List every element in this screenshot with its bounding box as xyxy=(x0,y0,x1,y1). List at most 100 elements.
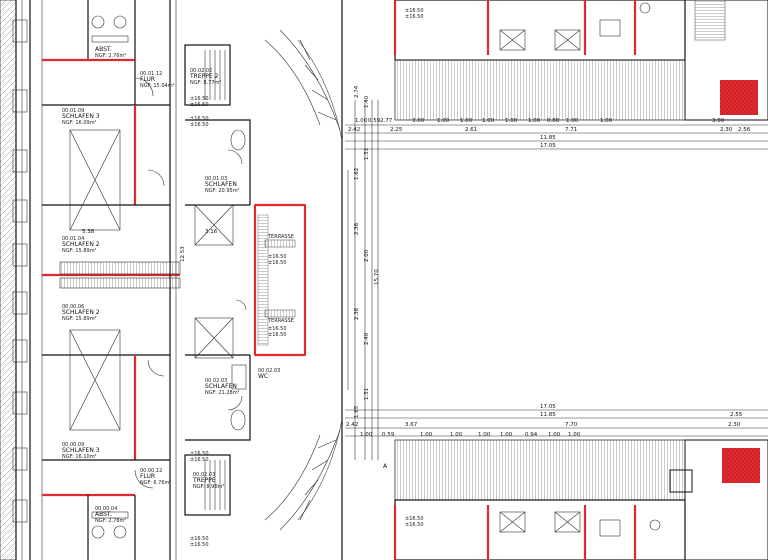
dim-bottom-3: 1.00 xyxy=(548,432,561,438)
dim-top-1: 1.00 xyxy=(355,118,368,124)
room-code: 00.01.09 xyxy=(62,108,84,114)
level-markers: ±16.50±16.50±16.50±16.50±16.50±16.50±16.… xyxy=(190,8,424,548)
room-name: SCHLAFEN 2 xyxy=(62,309,100,316)
room-code: 00.01.03 xyxy=(205,176,227,182)
dim-bottom-2: 3.67 xyxy=(405,422,418,428)
room-name: SCHLAFEN 2 xyxy=(62,241,100,248)
dim-bottom-1: 11.85 xyxy=(540,412,556,418)
dimension-lines-top xyxy=(345,124,768,150)
core-doors xyxy=(227,149,247,411)
room-area: NGF: 16.10m² xyxy=(62,454,97,460)
dim-bottom-3: 1.00 xyxy=(478,432,491,438)
room-code: 00.01.12 xyxy=(140,71,162,77)
terrace-label-1: TERRASSE xyxy=(267,234,294,240)
dim-top-1: 1.00 xyxy=(528,118,541,124)
dim-vertical: 1.40 xyxy=(364,95,370,108)
dim-top-2: 7.71 xyxy=(565,127,577,133)
door-swings-left xyxy=(134,77,165,489)
dim-bottom-1: 2.55 xyxy=(730,412,743,418)
level-bottom: ±16.50 xyxy=(190,102,209,108)
dim-vertical: 2.74 xyxy=(354,85,360,98)
room-area: NGF: 15.89m² xyxy=(62,316,97,322)
dim-top-2: 2.25 xyxy=(390,127,403,133)
beam-hatch-band xyxy=(59,261,181,289)
dim-misc: 3.16 xyxy=(205,229,218,235)
bathroom-fixtures-top xyxy=(91,15,129,43)
dim-top-2: 2.30 xyxy=(720,127,733,133)
room-area: NGF: 8.96m² xyxy=(193,484,224,490)
dim-top-1: 3.00 xyxy=(412,118,425,124)
room-area: NGF: 8.77m² xyxy=(190,80,221,86)
curved-roof-top xyxy=(264,29,343,170)
bottom-right-wing xyxy=(393,439,768,560)
dim-top-1: 1.00 xyxy=(600,118,613,124)
dim-vertical: 1.51 xyxy=(364,148,370,160)
central-walls xyxy=(341,0,379,560)
dim-vertical: 2.00 xyxy=(364,249,370,262)
middle-core xyxy=(184,44,251,516)
room-area: NGF: 15.89m² xyxy=(62,248,97,254)
dim-vertical: 1.62 xyxy=(354,168,360,180)
room-area: NGF: 2.78m² xyxy=(95,518,126,524)
level-top: ±16.50 xyxy=(190,96,209,102)
inner-skylights xyxy=(194,204,234,359)
dim-top-2: 2.61 xyxy=(465,127,477,133)
room-area: NGF: 2.76m² xyxy=(95,53,126,59)
room-name: ABST. xyxy=(95,46,112,53)
dimension-lines-bottom xyxy=(345,409,768,437)
room-area: NGF: 15.04m² xyxy=(140,83,175,89)
room-code: 00.02.02 xyxy=(190,68,212,74)
dim-vertical: 1.65 xyxy=(354,405,360,418)
level-top: ±16.50 xyxy=(190,451,209,457)
dim-bottom-2: 7.70 xyxy=(565,422,578,428)
dim-top-1: 2.77 xyxy=(380,118,393,124)
room-name: SCHLAFEN xyxy=(205,181,237,188)
room-name: SCHLAFEN 3 xyxy=(62,113,100,120)
stair-top xyxy=(204,50,226,100)
level-bottom: ±16.50 xyxy=(190,457,209,463)
dim-bottom-3: 1.00 xyxy=(500,432,513,438)
bathroom-fixtures-bottom xyxy=(91,511,129,539)
level-bottom: ±16.50 xyxy=(268,332,287,338)
room-area: NGF: 6.76m² xyxy=(140,480,171,486)
room-name: WC xyxy=(258,373,268,380)
top-right-wing xyxy=(393,0,768,121)
level-bottom: ±16.50 xyxy=(405,522,424,528)
dim-top-2: 2.42 xyxy=(348,127,360,133)
terrace-label-2: TERRASSE xyxy=(267,318,294,324)
dim-vertical: 15.70 xyxy=(374,269,380,285)
room-name: FLUR xyxy=(140,76,155,83)
left-unit-walls xyxy=(29,0,180,560)
room-code: 00.02.03 xyxy=(258,368,280,374)
dim-bottom-2: 2.30 xyxy=(728,422,741,428)
dim-vertical: 2.40 xyxy=(364,332,370,345)
level-top: ±16.50 xyxy=(405,8,424,14)
dim-top-1: 1.00 xyxy=(482,118,495,124)
left-roof-edge xyxy=(0,0,28,560)
dim-top-1: 1.00 xyxy=(566,118,579,124)
dim-vertical: 1.51 xyxy=(364,388,370,400)
dim-vertical: 2.36 xyxy=(354,222,360,235)
room-name: ABST. xyxy=(95,511,112,518)
dim-bottom-3: 1.00 xyxy=(450,432,463,438)
dim-top-1: 0.88 xyxy=(547,118,560,124)
level-bottom: ±16.50 xyxy=(268,260,287,266)
room-code: 00.00.09 xyxy=(62,442,84,448)
room-name: SCHLAFEN 3 xyxy=(62,447,100,454)
level-top: ±16.50 xyxy=(268,326,287,332)
dim-top-2: 2.56 xyxy=(738,127,751,133)
room-area: NGF: 21.28m² xyxy=(205,390,240,396)
dim-bottom-1: 17.05 xyxy=(540,404,556,410)
dim-bottom-2: 2.42 xyxy=(346,422,358,428)
room-code: 00.02.03 xyxy=(205,378,227,384)
level-top: ±16.50 xyxy=(268,254,287,260)
dim-vertical: 2.36 xyxy=(354,307,360,320)
level-bottom: ±16.50 xyxy=(190,122,209,128)
room-name: TREPPE xyxy=(192,477,216,484)
skylights xyxy=(69,129,121,431)
dim-bottom-3: 1.00 xyxy=(360,432,373,438)
room-code: 00.02.03 xyxy=(193,472,215,478)
section-marker: A xyxy=(383,463,388,470)
stair-bottom xyxy=(204,460,226,510)
